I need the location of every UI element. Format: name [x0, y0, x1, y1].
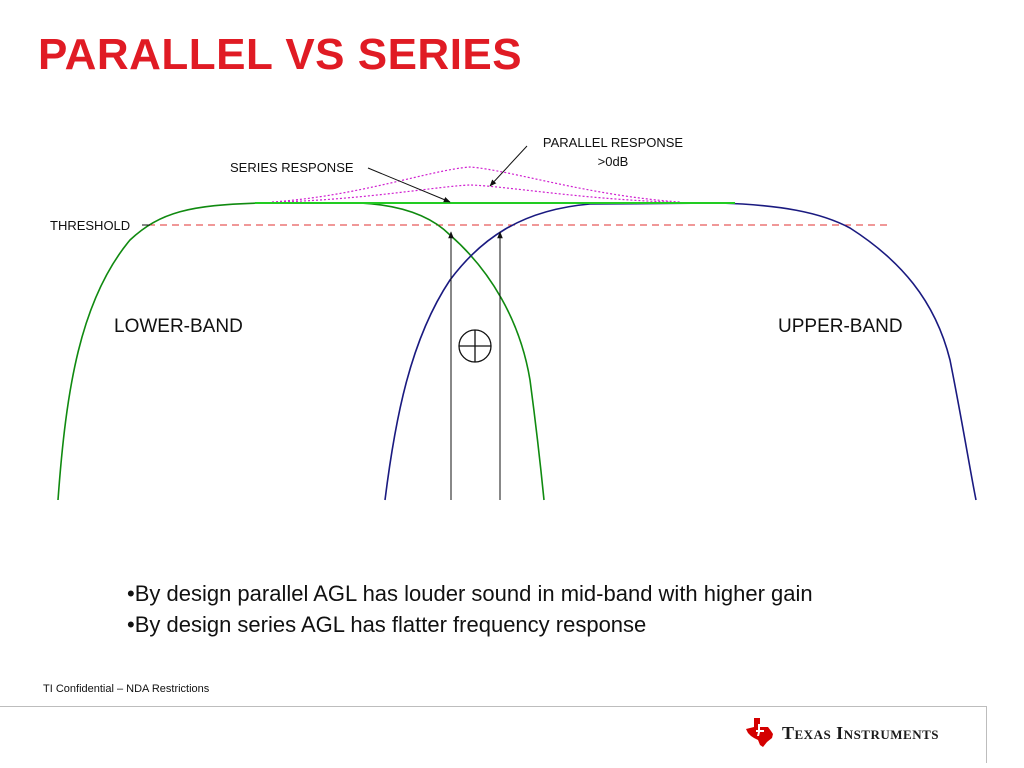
confidentiality-note: TI Confidential – NDA Restrictions	[43, 683, 210, 695]
series-response-pointer	[367, 167, 451, 203]
upper-band-curve	[384, 202, 977, 501]
slide-title: PARALLEL VS SERIES	[38, 30, 523, 79]
bullet-list: •By design parallel AGL has louder sound…	[127, 578, 813, 640]
parallel-response-curve-outer	[271, 166, 681, 203]
bullet-item: •By design parallel AGL has louder sound…	[127, 581, 813, 606]
parallel-response-label-line1: PARALLEL RESPONSE	[543, 135, 683, 150]
series-response-label: SERIES RESPONSE	[230, 160, 354, 175]
texas-state-icon	[746, 718, 773, 747]
threshold-label: THRESHOLD	[50, 218, 130, 233]
footer-bar	[0, 706, 987, 763]
ti-logo: Texas Instruments	[746, 718, 939, 748]
ti-wordmark: Texas Instruments	[782, 722, 939, 743]
lower-band-curve	[57, 202, 545, 501]
parallel-response-label-line2: >0dB	[598, 154, 629, 169]
lower-band-label: LOWER-BAND	[114, 316, 243, 337]
bullet-item: •By design series AGL has flatter freque…	[127, 612, 647, 637]
circle-plus-icon	[458, 329, 492, 363]
parallel-response-pointer	[489, 145, 528, 187]
upper-band-label: UPPER-BAND	[778, 316, 903, 337]
